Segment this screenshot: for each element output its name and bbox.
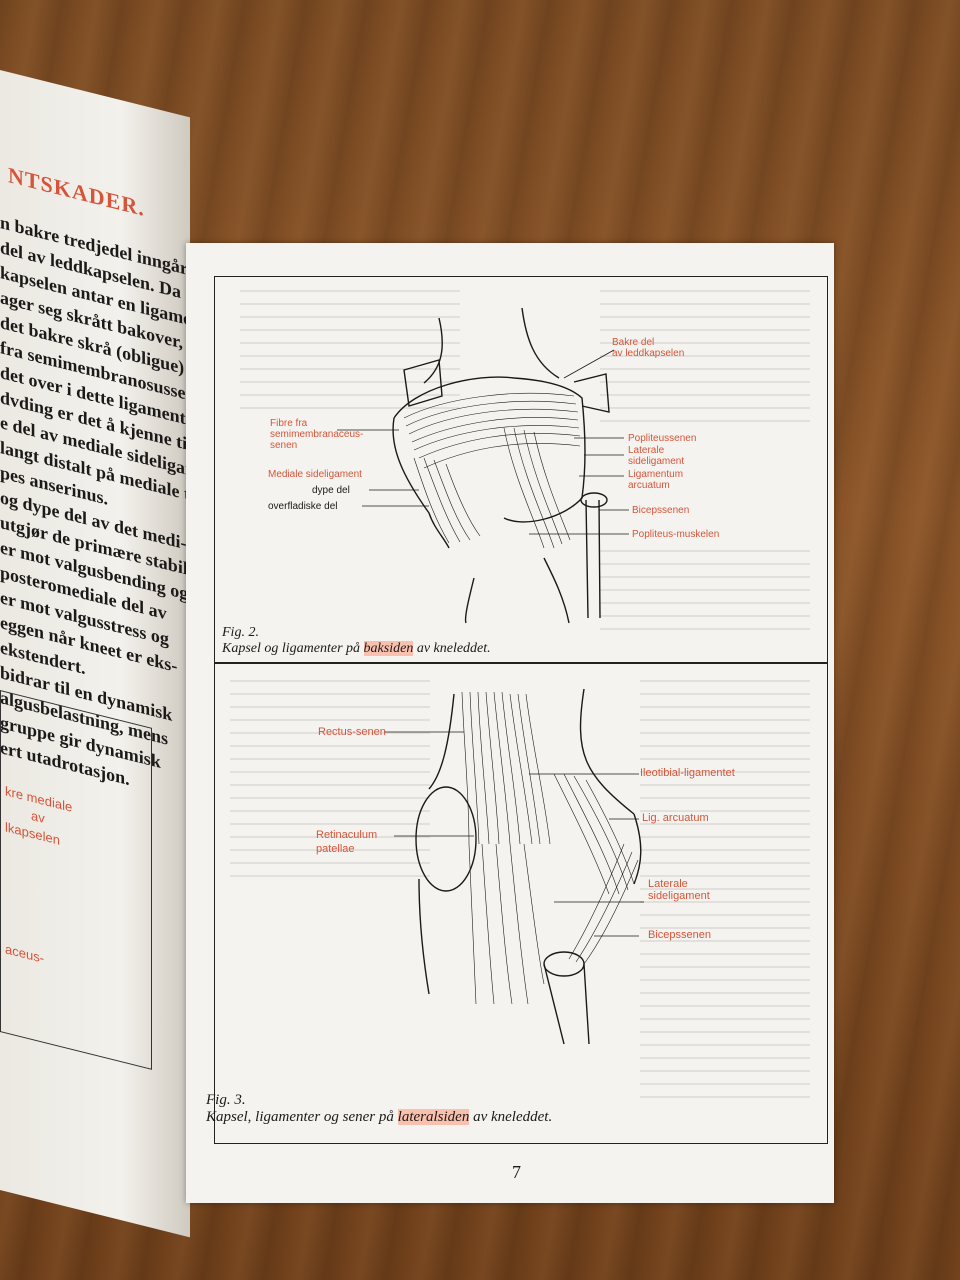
label-lig-arcuatum: Lig. arcuatum — [642, 812, 709, 824]
left-page-heading: NTSKADER. — [8, 161, 145, 222]
label-ileotibial-ligamentet: Ileotibial-ligamentet — [640, 767, 735, 779]
label-popliteus-muskelen: Popliteus-muskelen — [632, 529, 720, 540]
label-overfladiske-del: overfladiske del — [268, 501, 338, 512]
left-figure-box: kre mediale av lkapselen aceus- — [0, 689, 152, 1070]
box-label: av — [31, 807, 45, 827]
fig2-caption-number: Fig. 2. — [222, 625, 259, 640]
fig3-knee-lateral-illustration — [384, 688, 644, 1045]
fig2-knee-posterior-illustration — [337, 307, 629, 624]
label-popliteussenen: Popliteussenen — [628, 433, 697, 444]
fig3-caption-text: Kapsel, ligamenter og sener på — [206, 1109, 394, 1125]
label-arcuatum: arcuatum — [628, 480, 670, 491]
label-bicepssenen: Bicepssenen — [632, 505, 690, 516]
figure-divider — [214, 662, 828, 664]
label-sideligament: sideligament — [628, 456, 685, 467]
fig2-caption: Kapsel og ligamenter på baksiden av knel… — [222, 641, 491, 657]
label-rectus-senen: Rectus-senen — [318, 726, 386, 738]
fig3-caption-tail: av kneleddet. — [473, 1109, 553, 1125]
label-retinaculum: Retinaculum — [316, 829, 378, 841]
label-bicepssenen: Bicepssenen — [648, 929, 711, 941]
fig2-caption-highlight: baksiden — [363, 641, 414, 656]
page-number: 7 — [512, 1162, 521, 1182]
fig2-caption-text: Kapsel og ligamenter på — [222, 641, 361, 656]
fig2-caption-tail: av kneleddet. — [416, 641, 491, 656]
label-senen: senen — [270, 440, 298, 451]
label-ligamentum: Ligamentum — [628, 469, 684, 480]
bleed-through-text — [640, 680, 810, 1100]
label-bakre-del: Bakre del — [612, 337, 655, 348]
label-semimembranaceus: semimembranaceus- — [270, 429, 364, 440]
fig3-caption: Kapsel, ligamenter og sener på lateralsi… — [206, 1109, 552, 1126]
bleed-through-text — [600, 290, 810, 430]
label-mediale-sideligament: Mediale sideligament — [268, 469, 362, 480]
label-fibre-fra: Fibre fra — [270, 418, 308, 429]
figure-frame — [214, 276, 828, 1144]
right-page — [186, 243, 834, 1203]
fig3-caption-number: Fig. 3. — [206, 1092, 246, 1108]
label-sideligament: sideligament — [648, 890, 710, 902]
bleed-through-text — [600, 550, 810, 640]
label-patellae: patellae — [316, 843, 355, 855]
label-dype-del: dype del — [312, 485, 350, 496]
label-laterale: Laterale — [628, 445, 665, 456]
box-label: aceus- — [5, 941, 45, 966]
bleed-through-text — [240, 290, 460, 410]
label-laterale: Laterale — [648, 878, 688, 890]
label-av-leddkapselen: av leddkapselen — [612, 348, 685, 359]
fig3-caption-highlight: lateralsiden — [397, 1109, 470, 1125]
left-page: NTSKADER. n bakre tredjedel inngår del a… — [0, 60, 190, 1238]
bleed-through-text — [230, 680, 430, 880]
